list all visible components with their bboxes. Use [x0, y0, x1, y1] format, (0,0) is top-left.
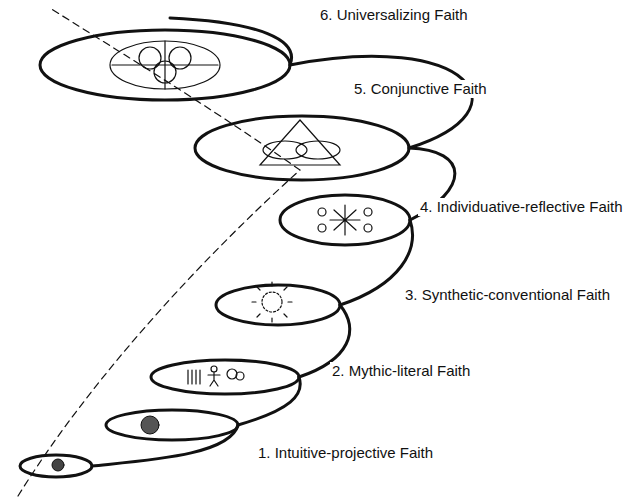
spiral-rise — [170, 18, 292, 65]
spiral-rise — [238, 377, 300, 425]
stage-symbol — [252, 282, 292, 322]
axis-line — [18, 8, 300, 496]
spiral-turn — [20, 455, 92, 477]
spiral-turn — [216, 285, 340, 325]
stage-label: 2. Mythic-literal Faith — [330, 362, 472, 380]
stage-label: 4. Individuative-reflective Faith — [418, 198, 630, 216]
stage-symbol — [188, 366, 244, 386]
stage-label: 1. Intuitive-projective Faith — [256, 444, 435, 462]
stage-symbol — [260, 120, 340, 165]
stage-label: 5. Conjunctive Faith — [352, 80, 489, 98]
spiral-turn — [40, 30, 290, 100]
spiral-rise — [290, 56, 472, 148]
stage-symbol — [52, 459, 64, 471]
stage-symbol — [110, 41, 220, 89]
spiral-turn — [106, 410, 238, 440]
spiral-rise — [92, 425, 238, 466]
spiral-turn — [280, 195, 410, 245]
spiral-rise — [340, 220, 412, 305]
spiral-turn — [151, 360, 299, 394]
stage-symbol — [318, 205, 372, 235]
stage-symbol — [141, 416, 159, 434]
spiral-turn — [195, 116, 409, 180]
stage-label: 6. Universalizing Faith — [318, 6, 470, 24]
stage-label: 3. Synthetic-conventional Faith — [403, 286, 630, 304]
